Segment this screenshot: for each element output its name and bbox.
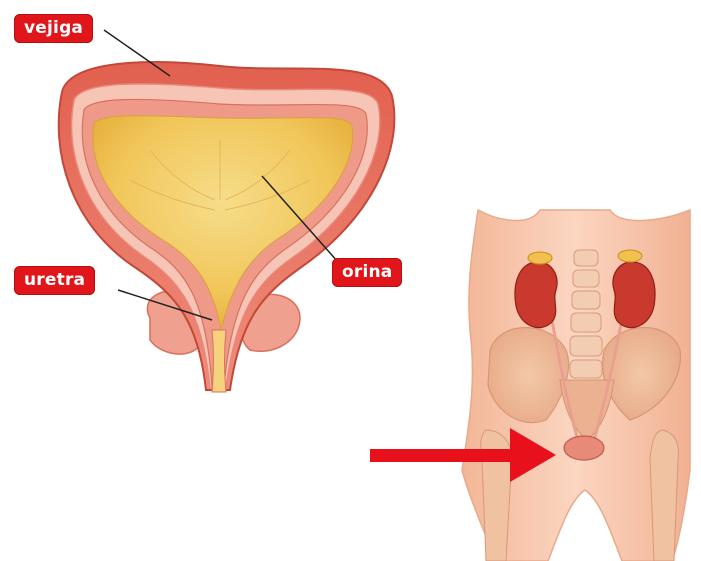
urethra-tube — [212, 330, 226, 392]
right-kidney — [613, 262, 655, 328]
bladder-label: vejiga — [14, 14, 93, 43]
torso-illustration — [462, 210, 690, 561]
pelvic-bladder — [564, 436, 604, 460]
urethra-label: uretra — [14, 266, 95, 295]
left-adrenal-gland — [528, 252, 552, 264]
right-adrenal-gland — [618, 250, 642, 262]
bladder-illustration — [59, 62, 395, 392]
urine-label: orina — [332, 258, 402, 287]
right-femur — [650, 430, 678, 561]
left-kidney — [515, 262, 557, 328]
